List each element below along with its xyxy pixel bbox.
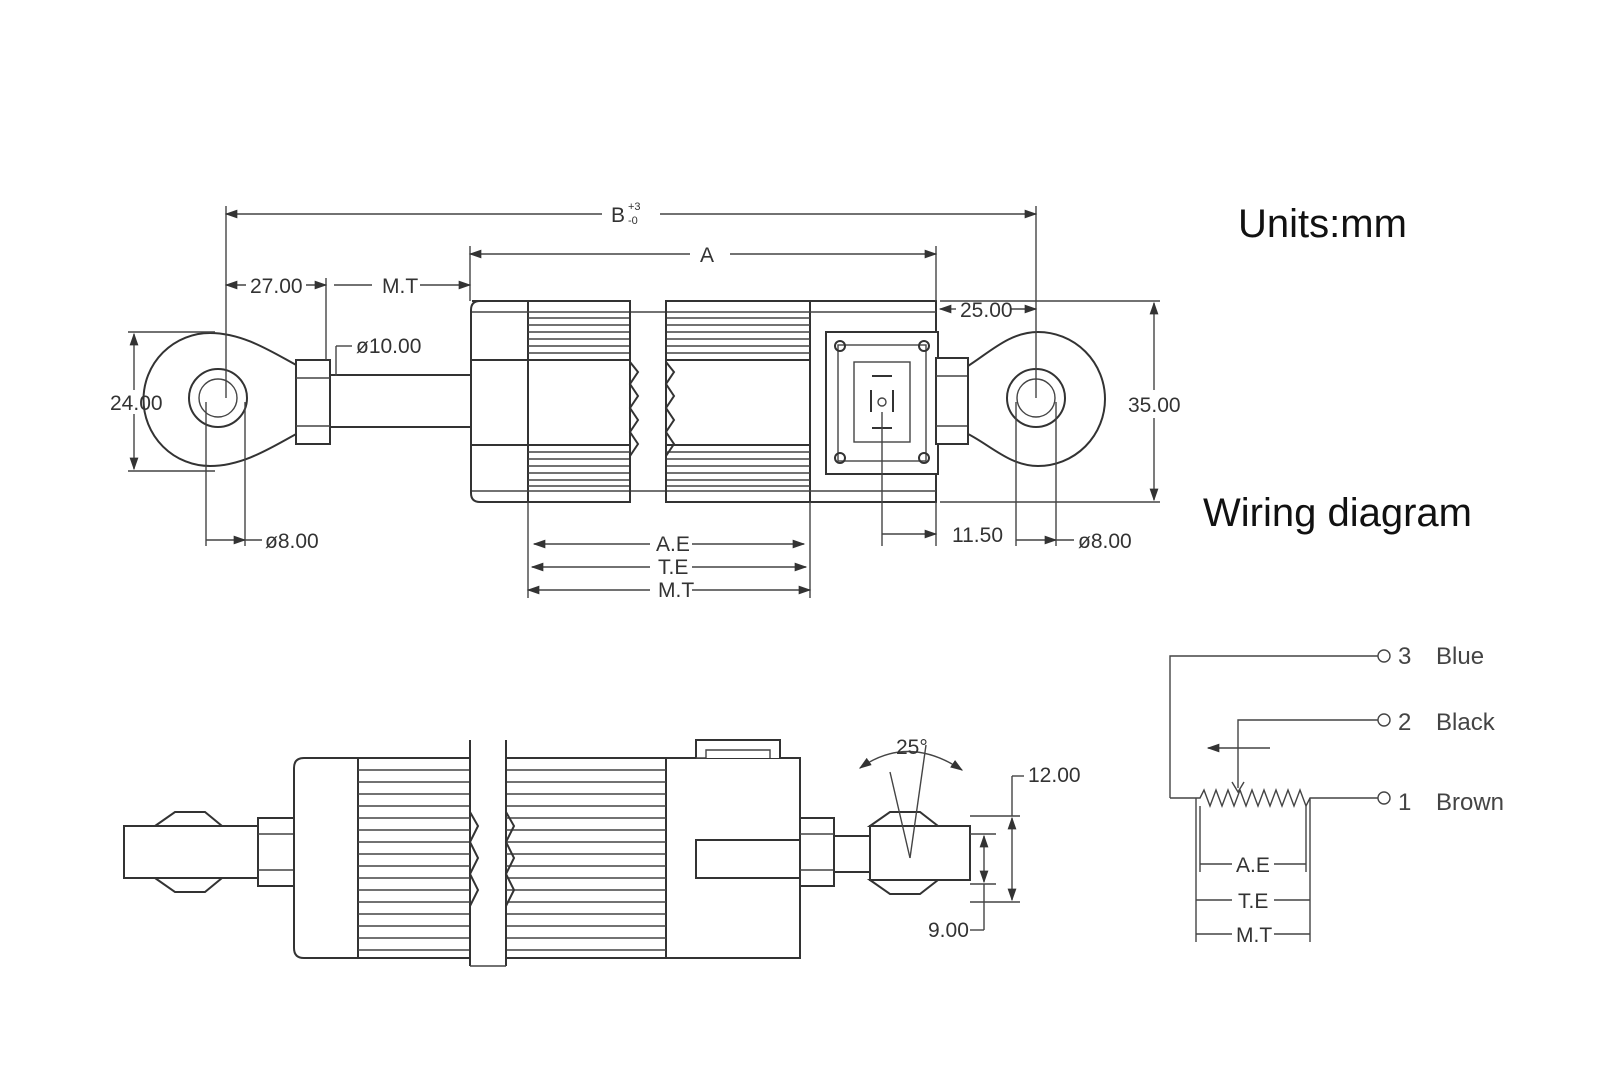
pin-2-color: Black	[1436, 709, 1496, 736]
dim-left-offset: 27.00	[250, 275, 303, 298]
screw-icon	[834, 452, 846, 464]
left-clevis	[123, 811, 327, 893]
wiring-theoretical-travel: T.E	[1238, 890, 1268, 913]
side-view: 25° 12.00 9.00	[123, 736, 1081, 967]
wiring-mechanical-travel: M.T	[1236, 924, 1272, 947]
wiring-diagram: 3 Blue 2 Black 1 Brown A.E T.E M.T	[1169, 643, 1504, 947]
break-line	[628, 301, 640, 502]
right-rod-eye	[935, 330, 1106, 468]
dim-body-height: 35.00	[1128, 394, 1181, 417]
lower-cooling-ribs	[472, 444, 810, 487]
dim-connector-offset: 11.50	[952, 524, 1003, 547]
upper-cooling-ribs	[472, 317, 810, 361]
dim-theoretical-travel: T.E	[658, 556, 688, 579]
right-clevis	[799, 811, 971, 895]
left-rod-eye	[142, 331, 331, 468]
wiring-diagram-heading: Wiring diagram	[1203, 491, 1472, 535]
dimension-lines	[129, 209, 1159, 595]
dim-right-hole: ø8.00	[1078, 530, 1132, 553]
screw-icon	[834, 340, 846, 352]
terminal-3-icon	[1377, 649, 1391, 663]
side-cylinder-body	[293, 739, 801, 967]
resistor-icon	[1170, 788, 1378, 808]
top-view: B +3 -0 A 27.00 M.T 25.00 ø10.00 24.00 3…	[110, 201, 1181, 602]
dimension-labels: B +3 -0 A 27.00 M.T 25.00 ø10.00 24.00 3…	[110, 201, 1181, 602]
dim-eye-height: 24.00	[110, 392, 163, 415]
dim-overall-length: B	[611, 204, 625, 227]
dim-inner-width: 9.00	[928, 919, 969, 942]
extension-lines	[128, 206, 1160, 598]
dim-electrical-travel: A.E	[656, 533, 690, 556]
break-line	[664, 301, 676, 502]
piston-rod	[330, 374, 470, 428]
terminal-2-icon	[1377, 713, 1391, 727]
pin-2-number: 2	[1398, 709, 1411, 736]
dim-left-hole: ø8.00	[265, 530, 319, 553]
dim-body-length: A	[700, 244, 714, 267]
dim-angle: 25°	[896, 736, 928, 759]
dim-tolerance-plus: +3	[628, 201, 641, 213]
dim-tolerance-minus: -0	[628, 215, 638, 227]
side-dimensions: 12.00 9.00	[928, 764, 1081, 942]
wiring-electrical-travel: A.E	[1236, 854, 1270, 877]
side-cooling-ribs	[358, 769, 666, 951]
pin-1-color: Brown	[1436, 789, 1504, 816]
screw-icon	[918, 452, 930, 464]
dim-mechanical-travel: M.T	[658, 579, 694, 602]
pin-1-number: 1	[1398, 789, 1411, 816]
dim-mech-travel: M.T	[382, 275, 418, 298]
terminal-1-icon	[1377, 791, 1391, 805]
pin-3-color: Blue	[1436, 643, 1484, 670]
units-heading: Units:mm	[1238, 202, 1407, 246]
break-line	[468, 740, 480, 966]
dim-rod-diameter: ø10.00	[356, 335, 421, 358]
screw-icon	[918, 340, 930, 352]
break-line	[504, 740, 516, 966]
dim-outer-width: 12.00	[1028, 764, 1081, 787]
dim-right-offset: 25.00	[960, 299, 1013, 322]
pin-3-number: 3	[1398, 643, 1411, 670]
angle-indicator: 25°	[858, 736, 964, 859]
